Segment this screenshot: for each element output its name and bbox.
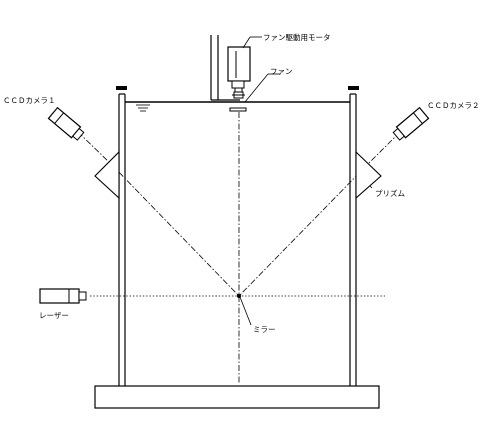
label-camera-1: ＣＣＤカメラ１ — [3, 96, 56, 105]
ccd-camera-2 — [392, 106, 430, 141]
left-tank-wall — [118, 93, 126, 386]
camera-optical-paths — [77, 131, 401, 297]
label-mirror: ミラー — [253, 325, 276, 334]
prism-left — [94, 150, 120, 200]
label-laser: レーザー — [39, 311, 69, 320]
label-motor: ファン駆動用モータ — [263, 33, 331, 42]
laser-device — [39, 288, 87, 304]
right-tank-wall — [349, 93, 357, 386]
label-prism: プリズム — [375, 188, 405, 198]
base-plate — [94, 385, 380, 409]
ccd-camera-1 — [47, 106, 85, 141]
right-wall-cap — [348, 86, 359, 90]
water-surface — [125, 101, 350, 112]
label-fan: ファン — [270, 67, 293, 76]
mirror — [237, 294, 241, 298]
prism-right — [355, 150, 382, 200]
fan — [229, 91, 247, 112]
label-camera-2: ＣＣＤカメラ２ — [427, 101, 480, 110]
fan-motor — [227, 46, 251, 93]
leader-lines — [239, 36, 373, 326]
left-wall-cap — [116, 86, 127, 90]
motor-support — [210, 35, 240, 101]
